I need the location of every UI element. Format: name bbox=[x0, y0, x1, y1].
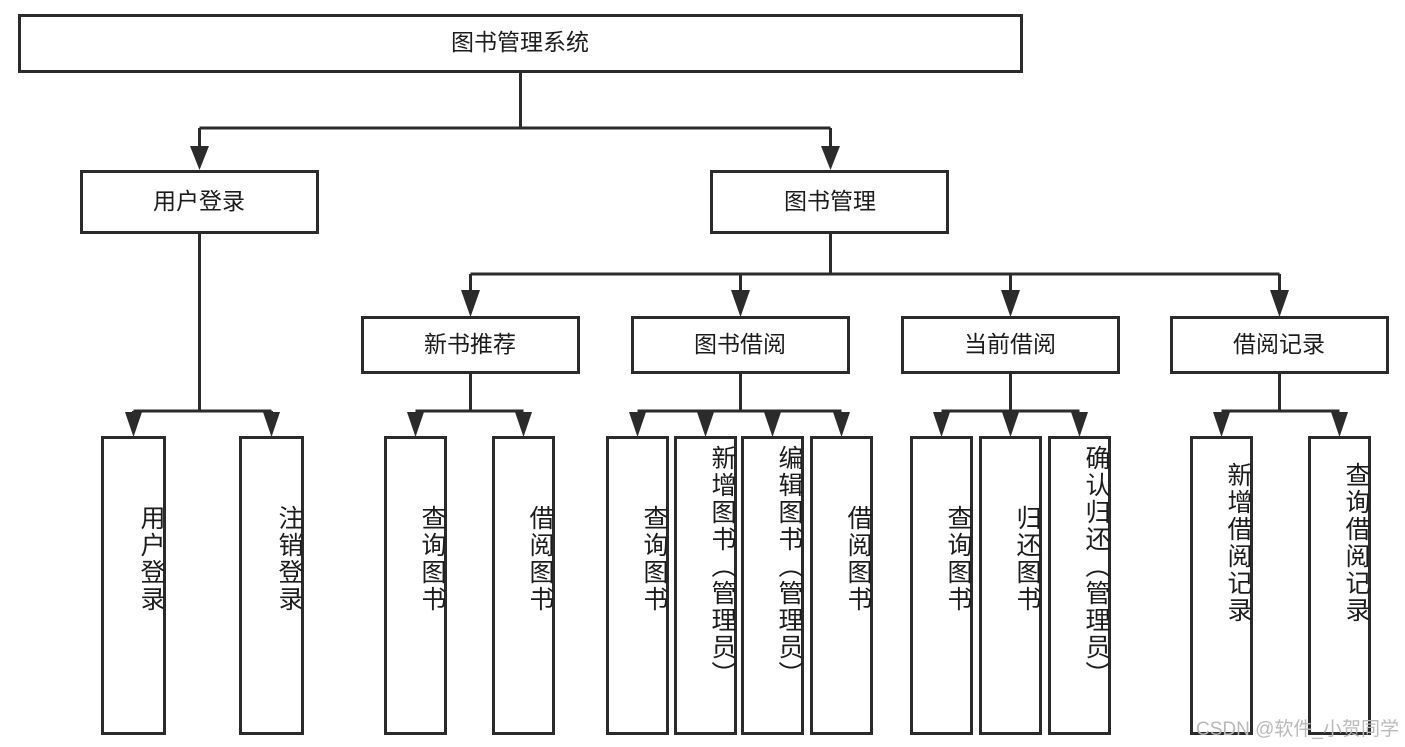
connector-group-level2-to-level3 bbox=[461, 233, 1289, 317]
leaf-current-borrow-2[interactable] bbox=[1048, 436, 1111, 735]
node-current-borrow[interactable] bbox=[901, 316, 1120, 374]
node-borrow-record-label: 借阅记录 bbox=[1233, 331, 1325, 357]
leaf-borrow-record-0[interactable] bbox=[1190, 436, 1253, 735]
leaf-user-login-0[interactable] bbox=[101, 436, 166, 735]
csdn-watermark: CSDN @软件_小贺同学 bbox=[1196, 719, 1399, 740]
arrow-head-new-book bbox=[461, 290, 480, 317]
arrow-head-user-login bbox=[190, 146, 209, 170]
arrow-head-leaf-book-borrow-2 bbox=[764, 412, 781, 437]
node-user-login[interactable] bbox=[80, 170, 319, 234]
node-book-borrow-label: 图书借阅 bbox=[694, 331, 786, 357]
connector-group-current-borrow-leaves bbox=[933, 373, 1088, 437]
connector-group-book-borrow-leaves bbox=[629, 373, 850, 437]
arrow-head-leaf-user-login-1 bbox=[263, 412, 280, 437]
arrow-head-current-borrow bbox=[1001, 290, 1020, 317]
leaf-current-borrow-1[interactable] bbox=[979, 436, 1042, 735]
leaf-new-book-1[interactable] bbox=[492, 436, 555, 735]
arrow-head-leaf-book-borrow-1 bbox=[697, 412, 714, 437]
leaf-current-borrow-0[interactable] bbox=[910, 436, 973, 735]
connector-group-user-login-leaves bbox=[125, 233, 280, 437]
leaf-new-book-0[interactable] bbox=[384, 436, 447, 735]
arrow-head-leaf-current-borrow-0 bbox=[933, 412, 950, 437]
node-new-book-recommend[interactable] bbox=[361, 316, 580, 374]
arrow-head-leaf-new-book-0 bbox=[407, 412, 424, 437]
leaf-user-login-1[interactable] bbox=[239, 436, 304, 735]
arrow-head-leaf-borrow-record-1 bbox=[1331, 412, 1348, 437]
arrow-head-book-borrow bbox=[731, 290, 750, 317]
arrow-head-leaf-book-borrow-0 bbox=[629, 412, 646, 437]
leaf-book-borrow-1[interactable] bbox=[674, 436, 737, 735]
arrow-head-leaf-current-borrow-1 bbox=[1002, 412, 1019, 437]
node-book-borrow[interactable] bbox=[631, 316, 850, 374]
connector-group-borrow-record-leaves bbox=[1213, 373, 1348, 437]
arrow-head-leaf-borrow-record-0 bbox=[1213, 412, 1230, 437]
arrow-head-book-mgmt bbox=[821, 146, 840, 170]
arrow-head-borrow-record bbox=[1270, 290, 1289, 317]
connector-group-root-to-level2 bbox=[190, 72, 840, 170]
leaf-book-borrow-2[interactable] bbox=[741, 436, 804, 735]
node-root-label: 图书管理系统 bbox=[451, 29, 589, 55]
node-book-management[interactable] bbox=[710, 170, 949, 234]
arrow-head-leaf-new-book-1 bbox=[515, 412, 532, 437]
node-user-login-label: 用户登录 bbox=[153, 188, 245, 214]
node-new-book-recommend-label: 新书推荐 bbox=[424, 331, 516, 357]
arrow-head-leaf-user-login-0 bbox=[125, 412, 142, 437]
connector-group-new-book-leaves bbox=[407, 373, 532, 437]
arrow-head-leaf-current-borrow-2 bbox=[1071, 412, 1088, 437]
arrow-head-leaf-book-borrow-3 bbox=[833, 412, 850, 437]
node-book-management-label: 图书管理 bbox=[784, 188, 876, 214]
node-current-borrow-label: 当前借阅 bbox=[964, 331, 1056, 357]
node-root[interactable] bbox=[18, 14, 1023, 73]
leaf-borrow-record-1[interactable] bbox=[1308, 436, 1371, 735]
leaf-book-borrow-0[interactable] bbox=[606, 436, 669, 735]
leaf-book-borrow-3[interactable] bbox=[810, 436, 873, 735]
node-borrow-record[interactable] bbox=[1170, 316, 1389, 374]
